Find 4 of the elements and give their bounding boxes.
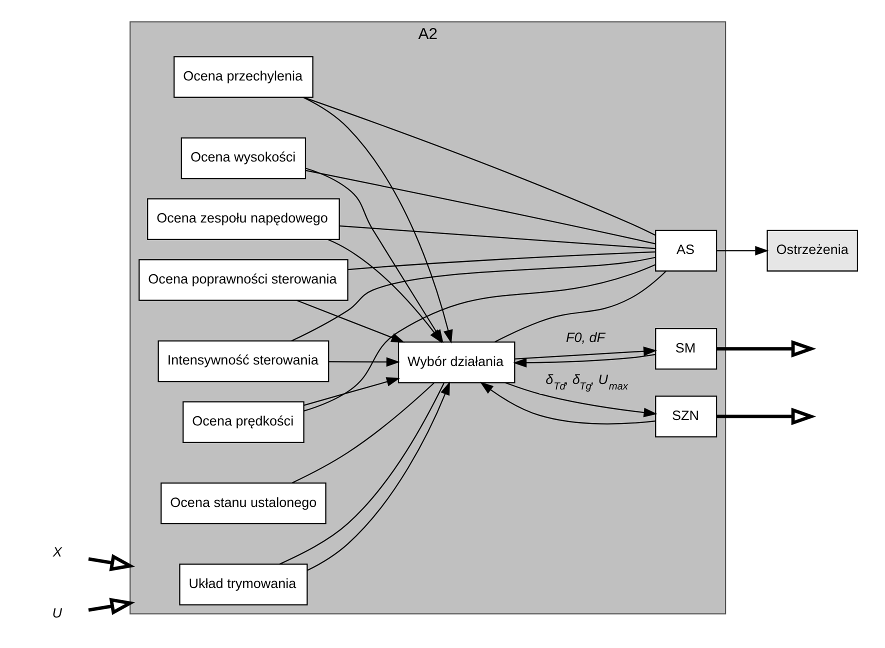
edge-label: F0, dF: [566, 330, 606, 346]
node-text: U: [52, 605, 62, 620]
node-text: X: [52, 544, 62, 560]
edge-label: δ$_{Td}$, δ$_{Tg}$, U$_{max}$: [546, 372, 628, 392]
